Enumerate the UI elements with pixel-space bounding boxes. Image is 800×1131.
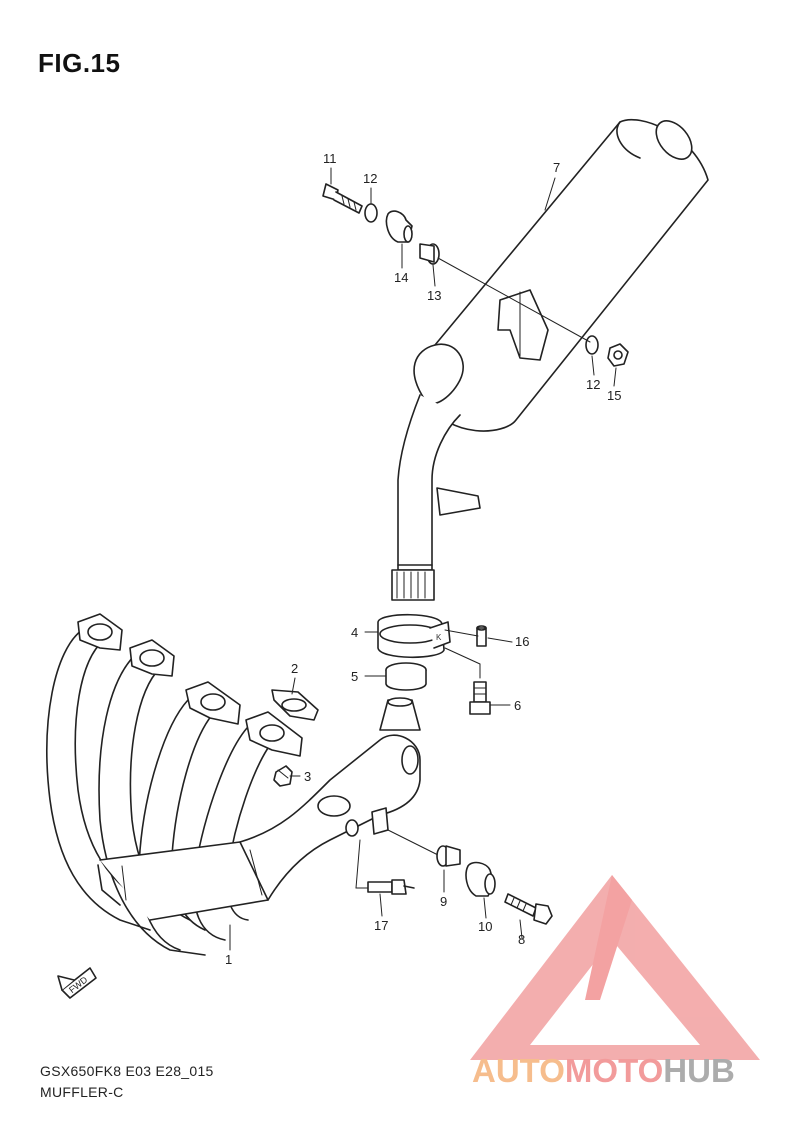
- callout-15: 15: [607, 388, 621, 403]
- bolt-11: [322, 183, 363, 214]
- callout-2: 2: [291, 661, 298, 676]
- washer-12-lower: [585, 335, 599, 355]
- callout-13: 13: [427, 288, 441, 303]
- bolt-6: [469, 681, 491, 715]
- figure-title: FIG.15: [38, 48, 121, 78]
- washer-12-upper: [364, 203, 378, 223]
- callout-16: 16: [515, 634, 529, 649]
- o2-sensor-17: [355, 839, 415, 895]
- watermark-moto: MOTO: [565, 1052, 663, 1089]
- callout-1: 1: [225, 952, 232, 967]
- callout-9: 9: [440, 894, 447, 909]
- grommet-14: [385, 210, 413, 243]
- nut-15: [607, 343, 629, 367]
- callout-5: 5: [351, 669, 358, 684]
- watermark-triangle-icon: [470, 875, 760, 1060]
- automotohub-watermark: AUTOMOTOHUB: [470, 875, 760, 1089]
- callout-10: 10: [478, 919, 492, 934]
- muffler-body: [391, 118, 709, 601]
- collar-13: [419, 243, 440, 265]
- bolt-16: [476, 625, 487, 647]
- forward-arrow-icon: [57, 967, 97, 999]
- watermark-hub: HUB: [663, 1052, 735, 1089]
- callout-3: 3: [304, 769, 311, 784]
- watermark-auto: AUTO: [472, 1052, 565, 1089]
- gasket-2: [271, 689, 319, 721]
- svg-text:AUTOMOTOHUB: AUTOMOTOHUB: [472, 1052, 735, 1089]
- callout-17: 17: [374, 918, 388, 933]
- bolt-8: [504, 893, 553, 925]
- callout-14: 14: [394, 270, 408, 285]
- clamp-4: K: [377, 613, 451, 659]
- callout-6: 6: [514, 698, 521, 713]
- grommet-10: [465, 861, 496, 897]
- callout-12-upper: 12: [363, 171, 377, 186]
- callout-4: 4: [351, 625, 358, 640]
- exhaust-header-1: [46, 613, 421, 956]
- callout-8: 8: [518, 932, 525, 947]
- callout-11: 11: [323, 151, 337, 166]
- nut-3: [273, 765, 293, 787]
- svg-text:K: K: [436, 633, 442, 642]
- section-name: MUFFLER-C: [40, 1084, 124, 1100]
- gasket-5: [385, 662, 427, 691]
- collar-9: [436, 845, 461, 867]
- model-code: GSX650FK8 E03 E28_015: [40, 1063, 214, 1079]
- callout-7: 7: [553, 160, 560, 175]
- callout-12-lower: 12: [586, 377, 600, 392]
